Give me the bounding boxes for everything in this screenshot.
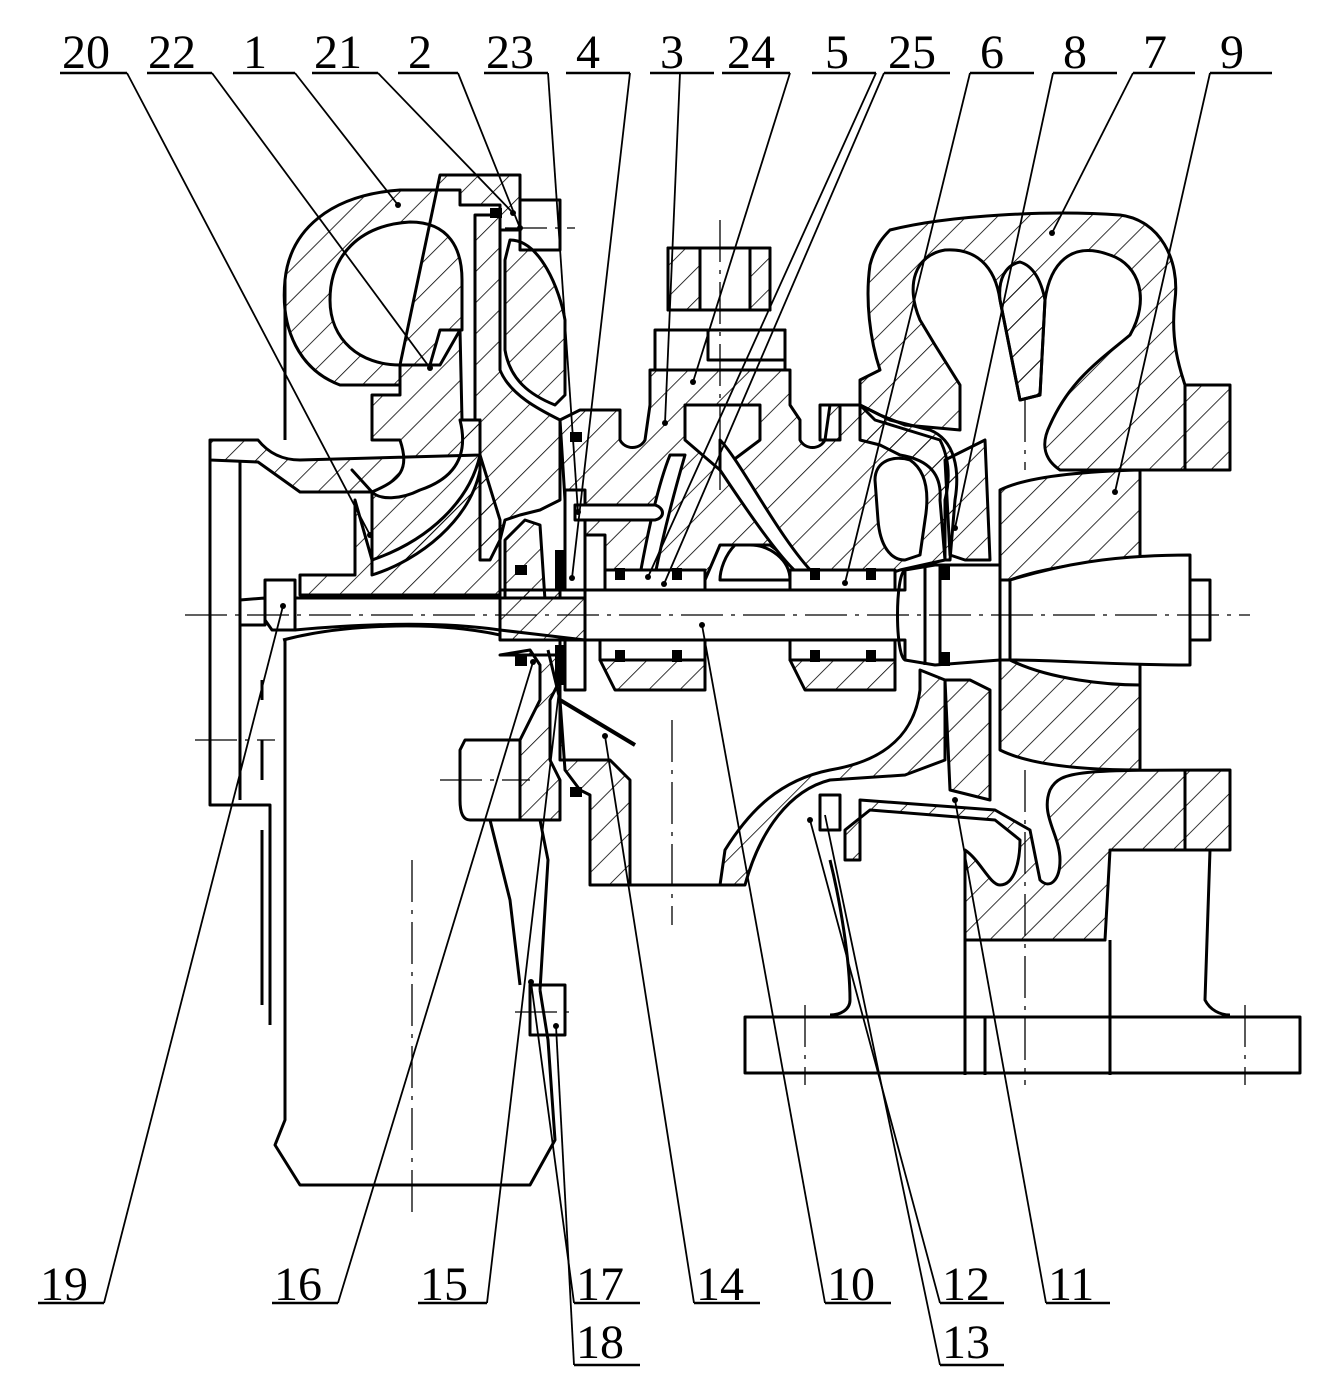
callout-5: 5 (825, 26, 849, 79)
turbine-housing (743, 211, 1302, 1075)
callout-8: 8 (1063, 26, 1087, 79)
callout-24: 24 (727, 26, 775, 79)
callout-9: 9 (1220, 26, 1244, 79)
top-callouts: 20 22 1 21 2 23 4 3 24 (60, 26, 1272, 587)
compressor-wheel (238, 418, 502, 632)
callout-23: 23 (486, 26, 534, 79)
callout-20: 20 (62, 26, 110, 79)
callout-22: 22 (148, 26, 196, 79)
callout-6: 6 (980, 26, 1004, 79)
callout-3: 3 (660, 26, 684, 79)
center-lines (185, 220, 1250, 1215)
callout-25: 25 (888, 26, 936, 79)
callout-21: 21 (314, 26, 362, 79)
turbine-end-seal-plate (858, 403, 992, 802)
callout-1: 1 (243, 26, 267, 79)
callout-4: 4 (576, 26, 600, 79)
compressor-back-plate (473, 213, 567, 822)
bottom-callouts: 19 16 15 17 18 14 10 12 13 (38, 603, 1110, 1369)
compressor-housing (208, 173, 557, 1187)
callout-2: 2 (408, 26, 432, 79)
callout-7: 7 (1143, 26, 1167, 79)
turbine-wheel (998, 468, 1212, 772)
callout-13: 13 (942, 1316, 990, 1369)
callout-18: 18 (576, 1316, 624, 1369)
